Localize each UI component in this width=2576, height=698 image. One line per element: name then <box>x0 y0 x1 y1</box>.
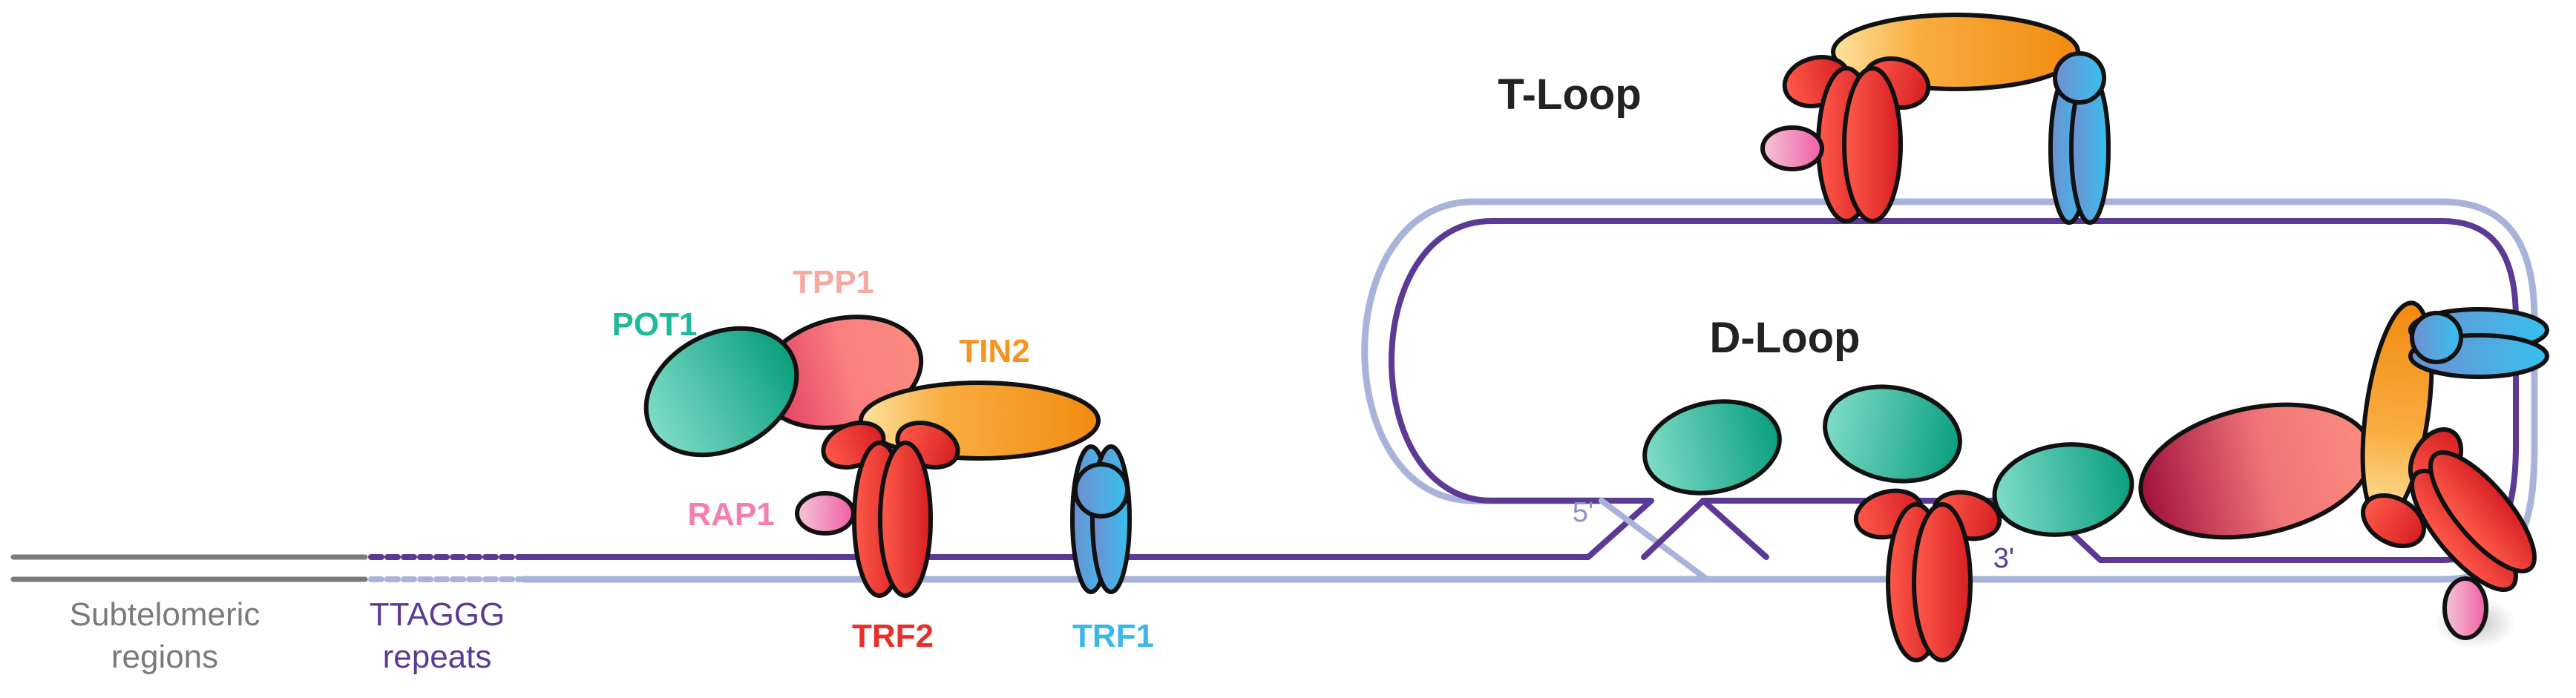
d-loop-trf2-protein <box>1853 488 2002 662</box>
t-loop-complex <box>1760 13 2111 225</box>
d-loop-pot1-protein-2 <box>1823 384 1962 484</box>
trf1-label: TRF1 <box>1072 618 1154 654</box>
trf1-protein <box>1070 444 1132 594</box>
trf2-label: TRF2 <box>852 618 934 654</box>
pot1-protein <box>643 326 799 458</box>
tin2-label: TIN2 <box>959 333 1029 369</box>
pot1-label: POT1 <box>612 306 698 343</box>
subtelomeric-label-line1: Subtelomeric <box>70 596 260 633</box>
dna-crossover-strand <box>1599 498 1710 582</box>
labels: Subtelomeric regions TTAGGG repeats POT1… <box>70 70 2015 675</box>
d-loop-trf1-protein <box>2408 307 2549 379</box>
dna-crossover-strand-dark <box>1641 498 1706 560</box>
repeats-label-line1: TTAGGG <box>370 596 505 633</box>
d-loop-complex <box>1642 300 2549 662</box>
dna-strands <box>10 198 2538 583</box>
d-loop-rap1-protein <box>2442 576 2488 640</box>
three-prime-label: 3' <box>1993 543 2014 574</box>
d-loop-trf2-protein-tilted <box>2361 427 2537 593</box>
rap1-label: RAP1 <box>687 496 774 533</box>
d-loop-pot1-protein-1 <box>1642 399 1782 495</box>
d-loop-pot1-protein-3 <box>1992 442 2134 537</box>
subtelomeric-label-line2: regions <box>111 639 218 675</box>
rap1-protein <box>795 491 856 536</box>
t-loop-label: T-Loop <box>1498 70 1641 119</box>
trf2-protein <box>821 421 960 598</box>
d-loop-tpp1-protein <box>2138 402 2374 540</box>
five-prime-label: 5' <box>1573 497 1593 528</box>
t-loop-trf1-protein <box>2048 51 2111 225</box>
tpp1-label: TPP1 <box>793 264 874 300</box>
t-loop-rap1-protein <box>1760 125 1824 171</box>
left-shelterin-complex <box>643 315 1132 598</box>
d-loop-label: D-Loop <box>1710 314 1861 362</box>
repeats-label-line2: repeats <box>383 639 492 675</box>
